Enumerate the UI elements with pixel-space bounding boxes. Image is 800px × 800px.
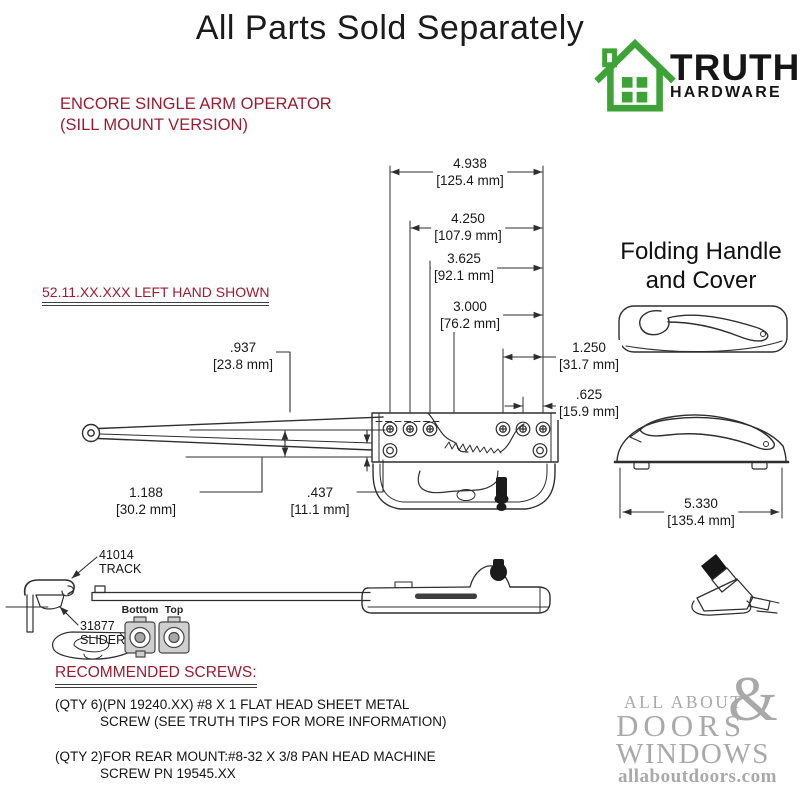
screw-item1-line2: SCREW (SEE TRUTH TIPS FOR MORE INFORMATI… (100, 714, 447, 729)
track-cross-section (5, 579, 75, 633)
screw-item1-line1: (QTY 6)(PN 19240.XX) #8 X 1 FLAT HEAD SH… (55, 697, 410, 712)
assembled-operator-drawing (91, 559, 551, 614)
brand-wordmark: TRUTH HARDWARE (670, 36, 800, 102)
screw-item2-line1: (QTY 2)FOR REAR MOUNT:#8-32 X 3/8 PAN HE… (55, 749, 436, 764)
extension-lines (185, 165, 783, 519)
dim-label-0-937: .937[23.8 mm] (209, 340, 277, 373)
clip-top-label: Top (164, 604, 184, 616)
dim-label-0-625: .625[15.9 mm] (555, 387, 623, 420)
stud-bracket-drawing (691, 554, 780, 616)
ampersand-glyph: & (728, 663, 778, 734)
track-part-label: 41014 TRACK (99, 548, 141, 576)
dim-label-4-250: 4.250[107.9 mm] (431, 211, 505, 244)
brand-word-hardware: HARDWARE (670, 84, 782, 101)
handle-cover-side-view (613, 414, 790, 470)
dim-label-5-330: 5.330[135.4 mm] (664, 496, 738, 529)
slider-part-label: 31877 SLIDER (80, 619, 125, 647)
operator-mechanism-drawing (371, 412, 559, 463)
dim-label-1-188: 1.188[30.2 mm] (112, 485, 180, 518)
clip-nut-bottom (124, 616, 156, 658)
footer-logo-line2: DOORS (616, 708, 747, 743)
product-name: ENCORE SINGLE ARM OPERATOR (SILL MOUNT V… (60, 94, 332, 136)
handle-section-title: Folding Handle and Cover (620, 238, 782, 294)
footer-logo-url: allaboutdoors.com (618, 766, 777, 787)
screw-holes (382, 421, 551, 458)
dim-label-4-938: 4.938[125.4 mm] (433, 156, 507, 189)
operator-arm-drawing (81, 416, 384, 451)
product-name-line1: ENCORE SINGLE ARM OPERATOR (60, 95, 332, 113)
screws-heading: RECOMMENDED SCREWS: (55, 664, 257, 688)
slider-part-name: SLIDER (80, 633, 126, 647)
house-icon (594, 38, 676, 112)
screw-item2-line2: SCREW PN 19545.XX (100, 766, 236, 781)
slider-part-number: 31877 (80, 619, 115, 633)
clip-nut-top (158, 616, 190, 654)
footer-logo-line1: ALL ABOUT (624, 692, 744, 712)
operator-housing-drawing (372, 463, 556, 511)
clip-bottom-label: Bottom (121, 604, 159, 616)
page-title: All Parts Sold Separately (195, 9, 585, 47)
dim-label-0-437: .437[11.1 mm] (287, 485, 353, 518)
leader-arrows (59, 556, 98, 626)
dim-label-1-250: 1.250[31.7 mm] (555, 340, 623, 373)
variant-note: 52.11.XX.XXX LEFT HAND SHOWN (42, 284, 270, 306)
brand-word-truth: TRUTH (670, 47, 800, 88)
track-part-name: TRACK (99, 562, 142, 576)
track-part-number: 41014 (99, 548, 134, 562)
product-name-line2: (SILL MOUNT VERSION) (60, 116, 248, 134)
allaboutdoors-logo: & ALL ABOUT DOORS WINDOWS allaboutdoors.… (610, 660, 800, 800)
footer-logo-line3: WINDOWS (616, 738, 770, 770)
dim-label-3-625: 3.625[92.1 mm] (430, 251, 498, 284)
dim-label-3-000: 3.000[76.2 mm] (436, 299, 504, 332)
truth-hardware-logo: TRUTH HARDWARE (594, 36, 800, 114)
handle-cover-top-view (618, 305, 788, 353)
